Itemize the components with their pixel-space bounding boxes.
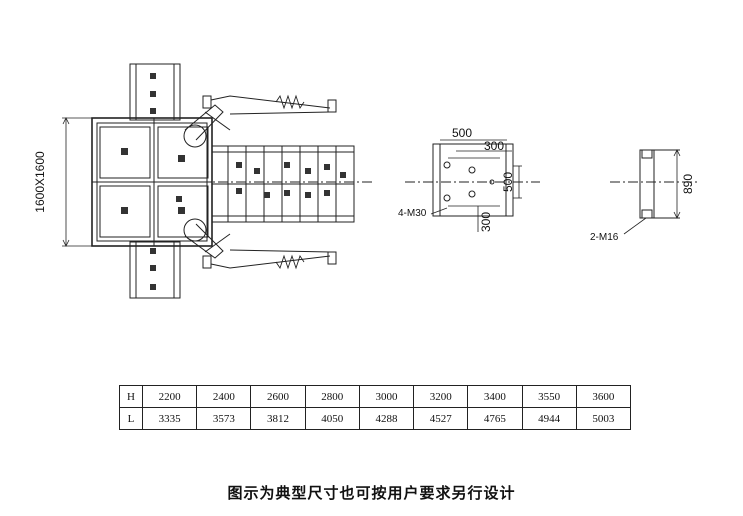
h-cell: 3550 xyxy=(521,385,577,408)
top-arm-block xyxy=(129,63,181,121)
dim-500-vertical: 500 xyxy=(501,172,515,192)
l-cell: 4944 xyxy=(521,407,577,430)
pivot-circle-bottom xyxy=(183,218,207,242)
anchor-plate-right xyxy=(639,149,655,219)
row-header-l: L xyxy=(119,407,143,430)
l-cell: 4527 xyxy=(413,407,469,430)
anchor-plate-left xyxy=(432,143,514,217)
overall-dimension-label: 1600X1600 xyxy=(33,151,47,213)
h-cell: 3000 xyxy=(358,385,415,408)
dim-300-vertical: 300 xyxy=(479,212,493,232)
l-cell: 4288 xyxy=(358,407,415,430)
dimension-table: H 2200 2400 2600 2800 3000 3200 3400 355… xyxy=(119,385,632,430)
dim-500-horizontal: 500 xyxy=(452,126,472,140)
h-cell: 3400 xyxy=(467,385,523,408)
h-cell: 3200 xyxy=(413,385,469,408)
anchor-bolt-label-left: 4-M30 xyxy=(398,208,427,219)
l-cell: 3573 xyxy=(196,407,252,430)
pivot-circle-top xyxy=(183,124,207,148)
h-cell: 3600 xyxy=(575,385,632,408)
bottom-arm-block xyxy=(129,241,181,299)
h-cell: 2600 xyxy=(250,385,306,408)
h-cell: 2400 xyxy=(196,385,252,408)
row-header-h: H xyxy=(119,385,143,408)
grating-marks xyxy=(121,73,346,290)
h-cell: 2200 xyxy=(141,385,198,408)
table-row-h: H 2200 2400 2600 2800 3000 3200 3400 355… xyxy=(119,385,632,408)
table-row-l: L 3335 3573 3812 4050 4288 4527 4765 494… xyxy=(119,407,632,430)
l-cell: 4050 xyxy=(304,407,360,430)
l-cell: 3335 xyxy=(141,407,198,430)
dim-300-horizontal: 300 xyxy=(484,139,504,153)
h-cell: 2800 xyxy=(304,385,360,408)
l-cell: 3812 xyxy=(250,407,306,430)
l-cell: 5003 xyxy=(575,407,632,430)
drawing-caption: 图示为典型尺寸也可按用户要求另行设计 xyxy=(227,484,516,502)
l-cell: 4765 xyxy=(467,407,523,430)
anchor-bolt-label-right: 2-M16 xyxy=(590,232,619,243)
dim-890-vertical: 890 xyxy=(681,174,695,194)
